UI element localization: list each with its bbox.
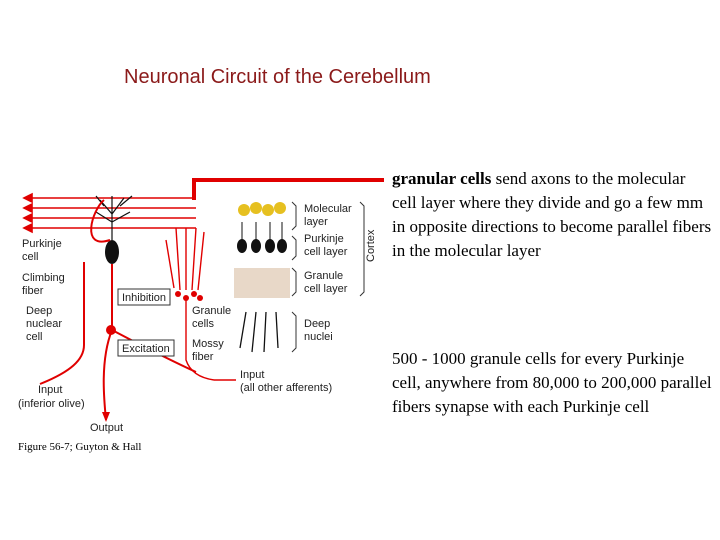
- parallel-fibers: [22, 192, 196, 234]
- climbing-fiber-pathway: [39, 199, 197, 421]
- deep-nuclei-fibers: [239, 311, 279, 353]
- granule-purkinje-ratio-text: 500 - 1000 granule cells for every Purki…: [392, 349, 712, 416]
- granular-cells-term: granular cells: [392, 169, 492, 188]
- granule-cell-cluster: [165, 227, 215, 381]
- inhibition-label: Inhibition: [122, 292, 166, 304]
- layer-brackets: [291, 201, 365, 353]
- pointer-line: [192, 178, 384, 182]
- molecular-layer-bushes: [238, 202, 286, 216]
- cortex-label: Cortex: [365, 229, 377, 262]
- granule-layer-dots: [234, 268, 290, 298]
- input-afferents-label: Input(all other afferents): [240, 369, 332, 394]
- excitation-box: [117, 339, 175, 357]
- output-arrow: [102, 412, 110, 422]
- inhibition-box: [117, 288, 171, 306]
- granular-cells-description: send axons to the molecular cell layer w…: [392, 169, 712, 260]
- excitation-label: Excitation: [122, 343, 170, 355]
- pointer-line-drop: [192, 178, 196, 200]
- purkinje-dendrites: [95, 195, 133, 240]
- output-label: Output: [90, 422, 123, 434]
- deep-nuclear-cell: [106, 325, 116, 335]
- purkinje-soma: [105, 240, 119, 264]
- slide-title: Neuronal Circuit of the Cerebellum: [124, 66, 431, 88]
- input-olive-label: Input(inferior olive): [18, 384, 85, 410]
- granular-cells-text: granular cells send axons to the molecul…: [392, 167, 714, 263]
- granule-cell-bodies: [175, 291, 203, 301]
- purkinje-layer-cells: [237, 239, 287, 253]
- figure-caption: Figure 56-7; Guyton & Hall: [18, 441, 142, 453]
